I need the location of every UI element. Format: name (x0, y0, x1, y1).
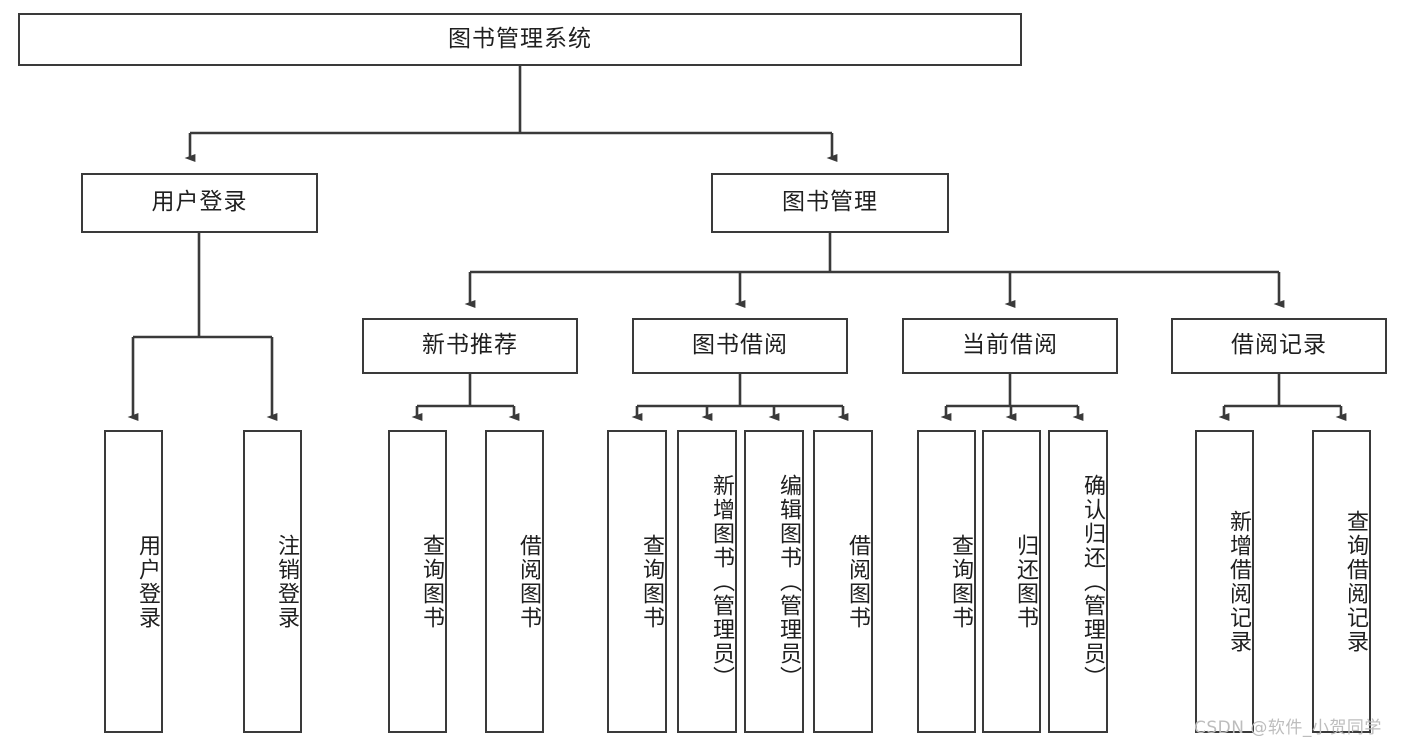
node-user-login-label: 用户登录 (151, 189, 248, 216)
leaf-book-borrow-edit[interactable]: 编辑图书（管理员） (744, 430, 804, 733)
leaf-current-borrow-confirm-return[interactable]: 确认归还（管理员） (1048, 430, 1108, 733)
leaf-user-login-signout[interactable]: 注销登录 (243, 430, 302, 733)
leaf-new-book-query[interactable]: 查询图书 (388, 430, 447, 733)
node-book-borrow[interactable]: 图书借阅 (632, 318, 848, 374)
leaf-label: 查询图书 (948, 533, 973, 630)
leaf-book-borrow-add[interactable]: 新增图书（管理员） (677, 430, 737, 733)
leaf-label: 新增图书（管理员） (709, 473, 734, 690)
node-new-book-recommend[interactable]: 新书推荐 (362, 318, 578, 374)
node-book-management-label: 图书管理 (782, 189, 878, 216)
leaf-user-login-signin[interactable]: 用户登录 (104, 430, 163, 733)
node-current-borrow[interactable]: 当前借阅 (902, 318, 1118, 374)
leaf-borrow-record-query[interactable]: 查询借阅记录 (1312, 430, 1371, 733)
leaf-label: 新增借阅记录 (1226, 509, 1251, 654)
leaf-label: 用户登录 (135, 533, 160, 630)
node-current-borrow-label: 当前借阅 (962, 332, 1058, 359)
node-borrow-record-label: 借阅记录 (1231, 332, 1327, 359)
leaf-label: 借阅图书 (845, 533, 870, 630)
watermark: CSDN @软件_小贺同学 (1194, 718, 1382, 738)
leaf-label: 查询图书 (639, 533, 664, 630)
leaf-label: 确认归还（管理员） (1080, 473, 1105, 690)
node-book-management[interactable]: 图书管理 (711, 173, 949, 233)
leaf-label: 查询图书 (419, 533, 444, 630)
node-new-book-recommend-label: 新书推荐 (422, 332, 518, 359)
node-root[interactable]: 图书管理系统 (18, 13, 1022, 66)
leaf-new-book-borrow[interactable]: 借阅图书 (485, 430, 544, 733)
node-root-label: 图书管理系统 (448, 25, 592, 52)
leaf-current-borrow-return[interactable]: 归还图书 (982, 430, 1041, 733)
leaf-label: 查询借阅记录 (1343, 509, 1368, 654)
leaf-book-borrow-lend[interactable]: 借阅图书 (813, 430, 873, 733)
leaf-label: 编辑图书（管理员） (776, 473, 801, 690)
leaf-book-borrow-query[interactable]: 查询图书 (607, 430, 667, 733)
leaf-label: 借阅图书 (516, 533, 541, 630)
leaf-label: 归还图书 (1013, 533, 1038, 630)
node-book-borrow-label: 图书借阅 (692, 332, 788, 359)
leaf-current-borrow-query[interactable]: 查询图书 (917, 430, 976, 733)
node-borrow-record[interactable]: 借阅记录 (1171, 318, 1387, 374)
leaf-borrow-record-add[interactable]: 新增借阅记录 (1195, 430, 1254, 733)
leaf-label: 注销登录 (274, 533, 299, 630)
node-user-login[interactable]: 用户登录 (81, 173, 318, 233)
